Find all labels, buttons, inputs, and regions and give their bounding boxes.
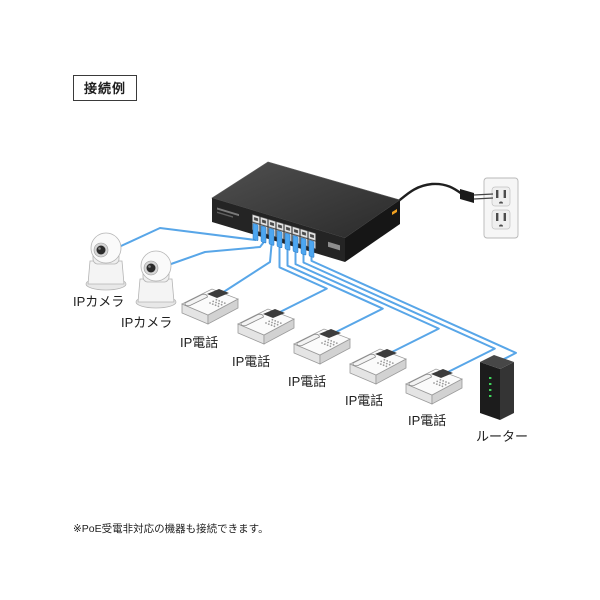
switch-model-label (217, 207, 239, 217)
plug-1 (252, 223, 259, 241)
ip-phone-5 (405, 368, 463, 405)
outlet-lower-slot-right (503, 213, 506, 221)
router (480, 355, 514, 420)
switch-side-face (345, 200, 400, 262)
plug-5 (284, 232, 291, 251)
ip-phone-3 (293, 328, 351, 365)
router-led-2 (489, 383, 492, 385)
ip-camera-1 (85, 232, 127, 291)
plug-4 (276, 230, 283, 249)
section-label: 接続例 (84, 81, 126, 96)
router-top-face (480, 355, 514, 369)
router-status-leds (489, 377, 492, 397)
router-led-4 (489, 395, 492, 397)
cable-ip-phone-5 (302, 253, 496, 374)
switch-model-label-line (217, 211, 233, 218)
ip-camera-2-label: IPカメラ (121, 315, 172, 330)
power-cord (390, 182, 464, 208)
plug-prong-top (473, 193, 494, 196)
cable-ip-phone-2 (277, 246, 328, 314)
plug-3 (268, 228, 275, 246)
port-plugs (252, 223, 315, 258)
ip-phone-5-label: IP電話 (408, 413, 446, 428)
power-plug (460, 189, 474, 203)
ip-camera-2 (135, 250, 177, 309)
cable-ip-camera-1 (120, 227, 257, 247)
device-labels: IPカメラ IPカメラ IP電話 IP電話 IP電話 IP電話 IP電話 ルータ… (73, 294, 528, 444)
ethernet-ports (252, 214, 316, 250)
power-led (392, 209, 397, 215)
router-label: ルーター (476, 429, 528, 444)
router-side-face (500, 362, 514, 420)
plug-7 (300, 237, 307, 256)
ip-phone-2 (237, 308, 295, 345)
outlet-lower-slot-left (496, 213, 499, 221)
ip-phone-2-label: IP電話 (232, 354, 270, 369)
ip-phone-1 (181, 288, 239, 325)
ip-phone-1-label: IP電話 (180, 335, 218, 350)
plug-8 (308, 240, 315, 258)
footnote: ※PoE受電非対応の機器も接続できます。 (73, 522, 269, 535)
switch-brand-plate (328, 241, 340, 251)
cable-ip-phone-3 (286, 248, 384, 334)
section-header: 接続例 (73, 75, 137, 101)
ip-phone-3-label: IP電話 (288, 374, 326, 389)
power-connection (390, 177, 519, 239)
cable-ip-camera-2 (170, 241, 265, 265)
network-cables (120, 227, 517, 374)
outlet-upper-ground-hole (499, 201, 503, 204)
section-label-frame (73, 75, 137, 101)
cable-router (310, 255, 517, 361)
switch-front-panel (217, 207, 340, 251)
plug-6 (292, 235, 299, 253)
wall-outlet (483, 177, 519, 239)
cable-ip-phone-1 (221, 244, 273, 294)
plug-prong-bottom (473, 197, 494, 200)
ip-phone-4-label: IP電話 (345, 393, 383, 408)
outlet-lower-ground-hole (499, 224, 503, 227)
outlet-upper-slot-left (496, 190, 499, 198)
router-led-1 (489, 377, 492, 379)
plug-2 (260, 225, 267, 244)
ip-phone-4 (349, 348, 407, 385)
router-led-3 (489, 389, 492, 391)
cable-ip-phone-4 (294, 251, 440, 354)
outlet-upper-slot-right (503, 190, 506, 198)
ip-camera-1-label: IPカメラ (73, 294, 124, 309)
